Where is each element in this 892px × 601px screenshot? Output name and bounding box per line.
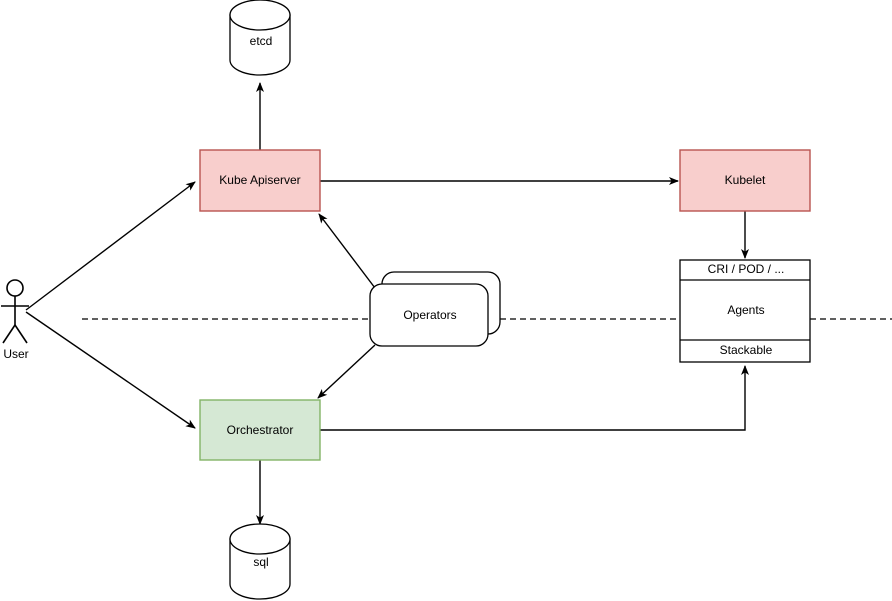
agents-stack-body-label: Agents (727, 303, 764, 317)
node-kube-apiserver-label: Kube Apiserver (219, 173, 300, 187)
node-kubelet-label: Kubelet (725, 173, 766, 187)
node-kube-apiserver[interactable]: Kube Apiserver (199, 149, 321, 212)
node-orchestrator[interactable]: Orchestrator (199, 399, 321, 461)
agents-stack-footer-label: Stackable (720, 343, 773, 357)
edge-orchestrator-to-stackable (320, 365, 749, 431)
agents-stack-header-label: CRI / POD / ... (708, 262, 785, 276)
node-etcd[interactable]: etcd (229, 0, 291, 76)
user-actor-label: User (3, 347, 28, 361)
user-actor: User (1, 279, 29, 361)
node-orchestrator-label: Orchestrator (227, 423, 294, 437)
edge-user-to-kube-apiserver (25, 181, 196, 311)
edge-operators-to-orchestrator (317, 344, 376, 399)
edge-operators-to-kube-apiserver (318, 213, 376, 289)
node-sql[interactable]: sql (229, 523, 291, 600)
node-kubelet[interactable]: Kubelet (679, 149, 811, 212)
node-operators[interactable]: Operators (369, 271, 501, 347)
node-agents-stack[interactable]: CRI / POD / ... Agents Stackable (679, 259, 811, 363)
node-etcd-label: etcd (250, 34, 273, 48)
node-operators-label: Operators (403, 308, 456, 322)
edge-user-to-orchestrator (25, 311, 196, 429)
node-sql-label: sql (253, 555, 268, 569)
